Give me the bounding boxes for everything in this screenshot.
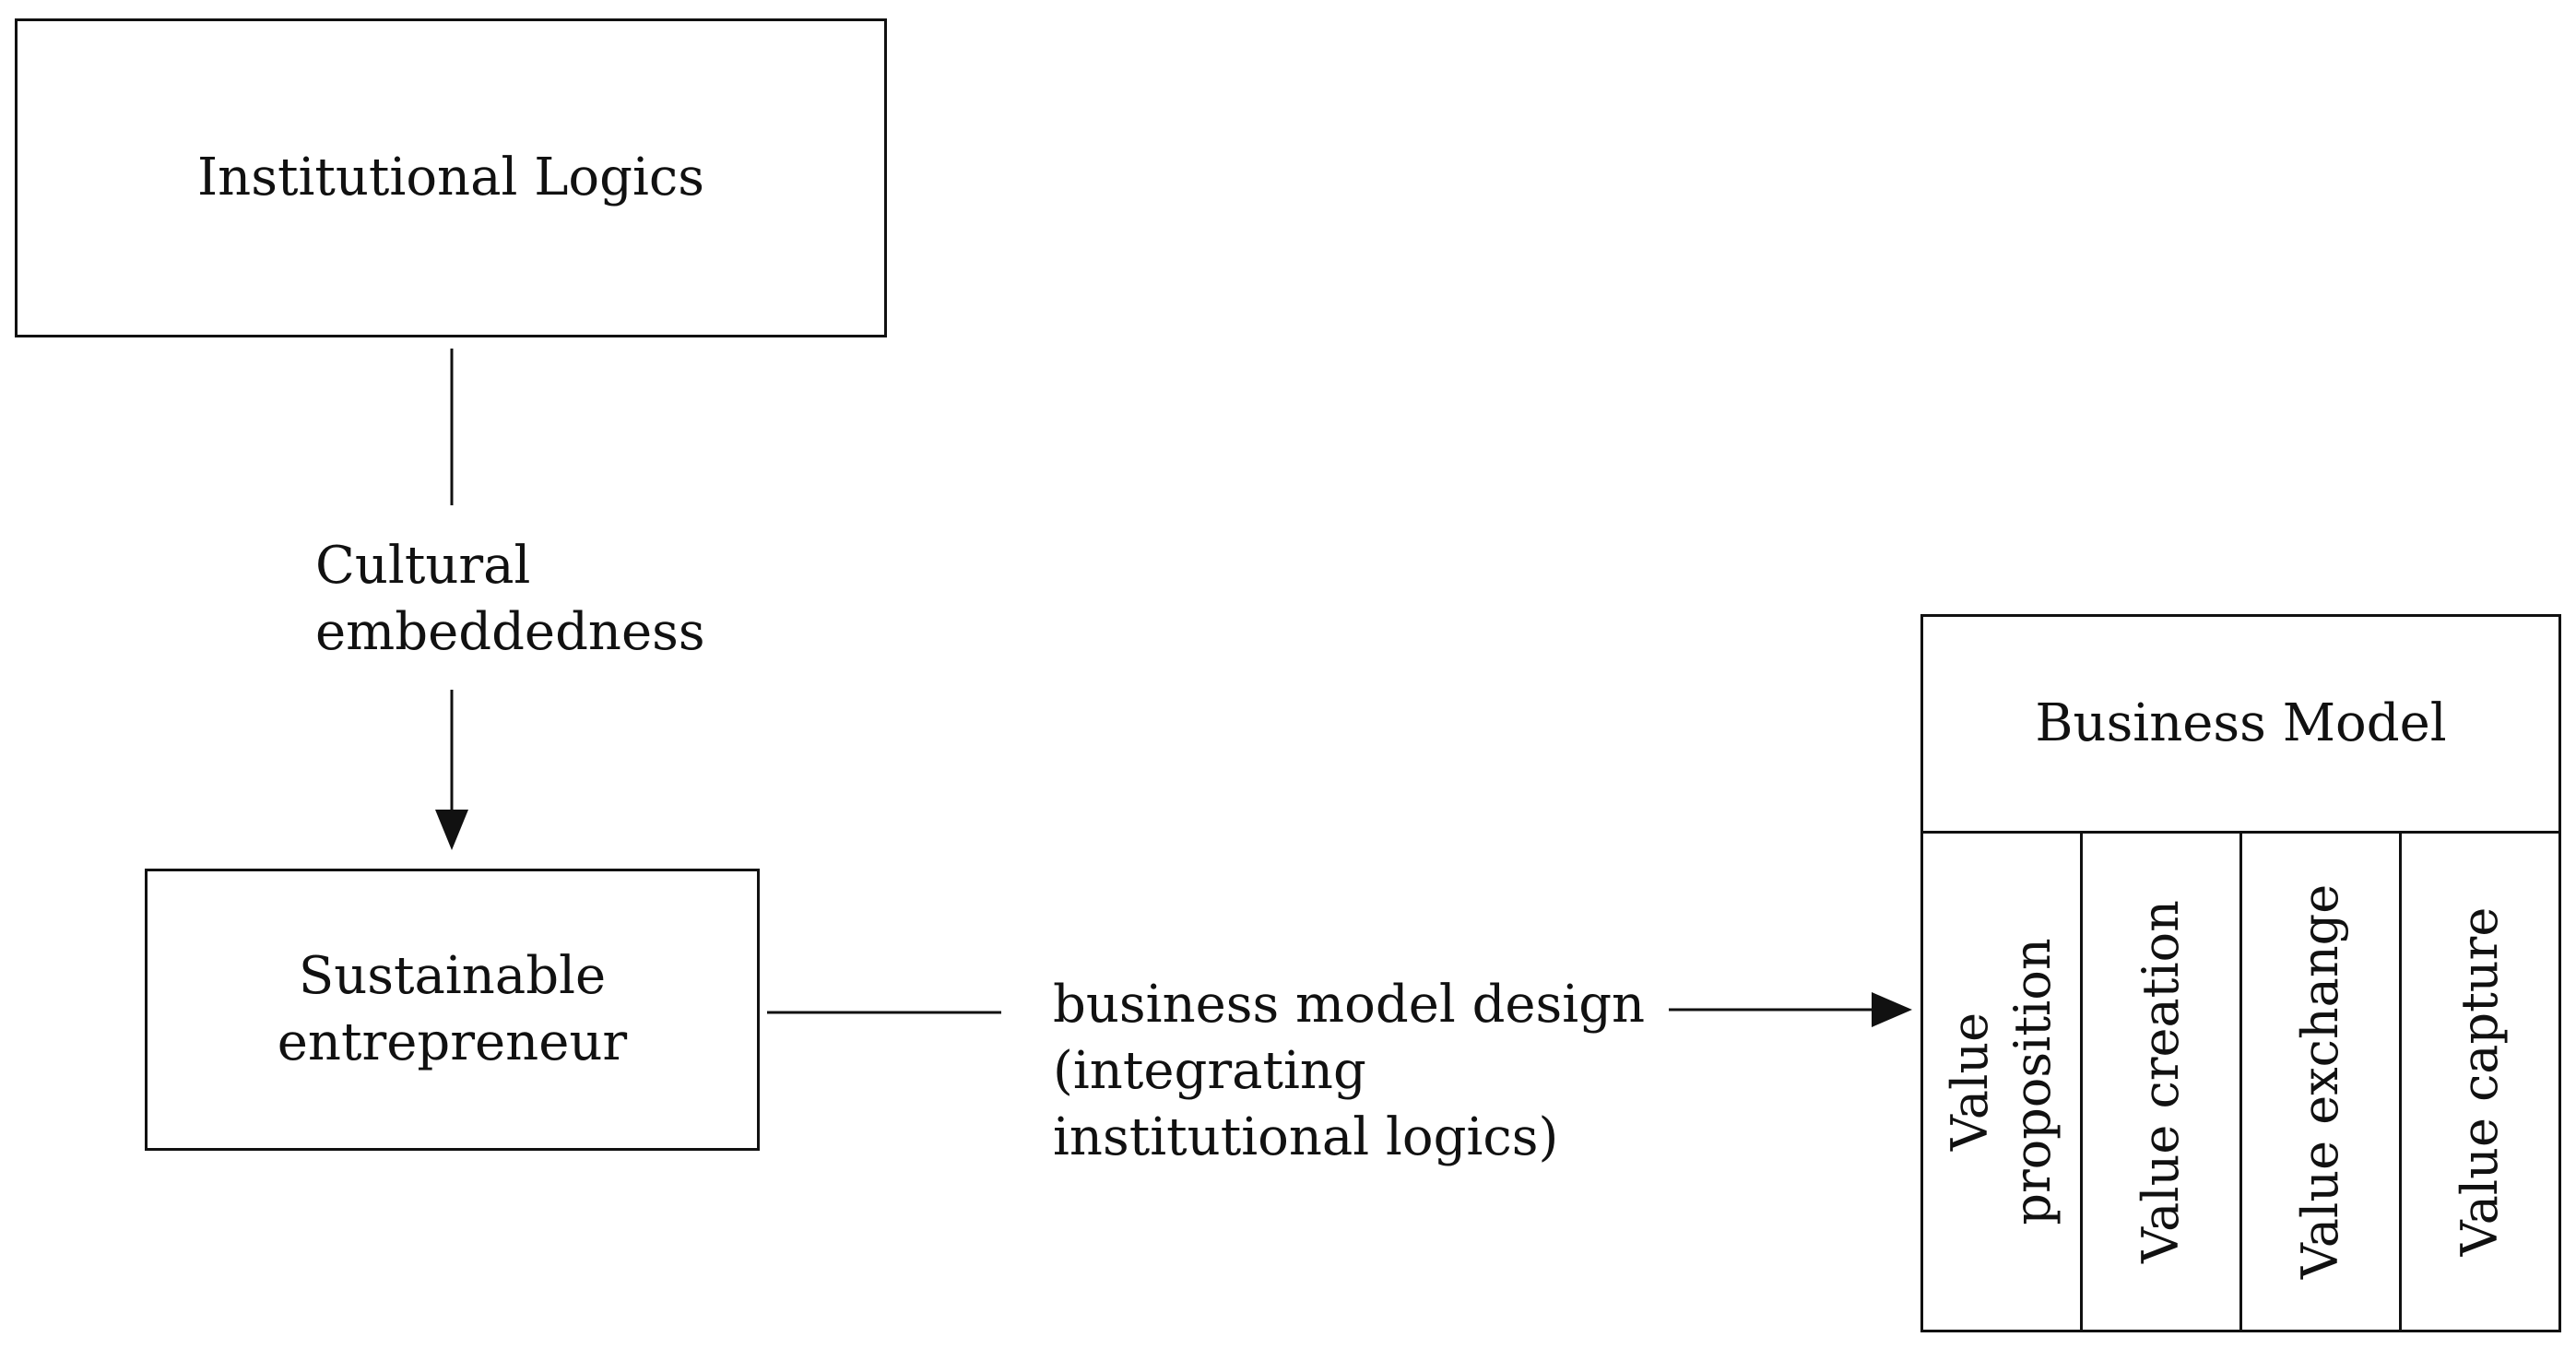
business-model-design-line1: business model design (1053, 975, 1646, 1035)
sustainable-entrepreneur-line2: entrepreneur (277, 1012, 628, 1072)
sustainable-entrepreneur-box: Sustainable entrepreneur (145, 869, 760, 1151)
component-value-capture: Value capture (2402, 834, 2558, 1330)
business-model-title: Business Model (2035, 693, 2447, 753)
business-model-header: Business Model (1923, 617, 2558, 834)
component-value-proposition-line1: Value (1941, 1012, 1999, 1152)
business-model-design-label: business model design (integrating insti… (1053, 972, 1645, 1171)
business-model-design-line3: institutional logics) (1053, 1107, 1559, 1167)
design-arrowhead (1872, 992, 1912, 1027)
component-value-exchange-label: Value exchange (2291, 883, 2349, 1280)
institutional-logics-box: Institutional Logics (15, 18, 887, 337)
component-value-creation-label: Value creation (2132, 900, 2190, 1263)
component-value-creation: Value creation (2083, 834, 2242, 1330)
institutional-logics-title: Institutional Logics (197, 148, 704, 207)
component-value-capture-label: Value capture (2451, 906, 2509, 1257)
business-model-box: Business Model Value proposition Value c… (1920, 614, 2561, 1332)
component-value-proposition-label: Value proposition (1939, 938, 2064, 1225)
component-value-exchange: Value exchange (2242, 834, 2402, 1330)
component-value-proposition: Value proposition (1923, 834, 2083, 1330)
component-value-proposition-line2: proposition (2003, 938, 2062, 1225)
sustainable-entrepreneur-title: Sustainable entrepreneur (278, 943, 627, 1076)
cultural-embeddedness-label: Cultural embeddedness (315, 533, 705, 666)
sustainable-entrepreneur-line1: Sustainable (298, 946, 607, 1006)
business-model-components: Value proposition Value creation Value e… (1923, 834, 2558, 1330)
embeddedness-arrowhead (435, 810, 468, 850)
cultural-embeddedness-line2: embeddedness (315, 602, 705, 662)
business-model-design-line2: (integrating (1053, 1041, 1366, 1101)
cultural-embeddedness-line1: Cultural (315, 536, 531, 596)
